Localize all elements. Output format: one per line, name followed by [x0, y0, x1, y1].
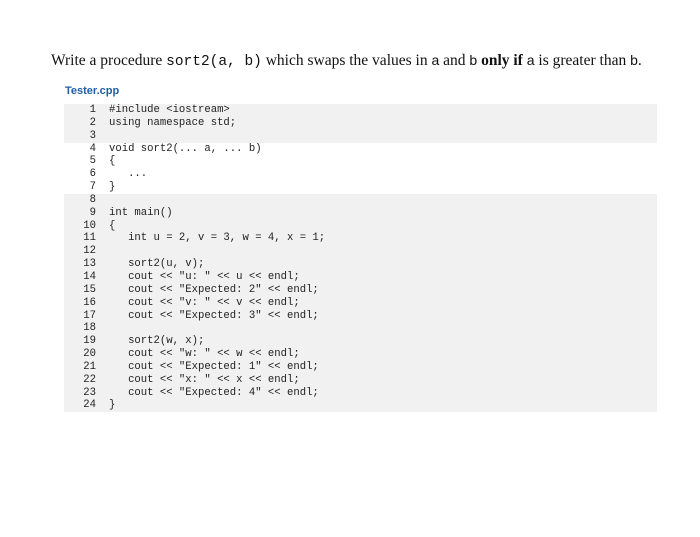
prompt-var-b: b — [630, 52, 638, 68]
code-text: ... — [109, 168, 148, 181]
code-line: 2 using namespace std; — [64, 116, 657, 130]
code-text: { — [109, 219, 116, 232]
line-number: 21 — [83, 360, 96, 373]
code-line: 11 int u = 2, v = 3, w = 4, x = 1; — [64, 232, 657, 246]
prompt-var-b: b — [469, 52, 478, 68]
code-line: 9 int main() — [64, 206, 657, 220]
prompt-text: which swaps the values in — [261, 52, 432, 69]
line-number: 5 — [89, 155, 96, 168]
line-number: 3 — [89, 129, 96, 142]
line-number: 8 — [89, 193, 96, 206]
code-text: cout << "w: " << w << endl; — [109, 348, 300, 361]
code-line: 18 — [64, 322, 657, 336]
line-number: 22 — [83, 373, 96, 386]
prompt-text: is greater than — [534, 52, 631, 69]
line-number: 9 — [89, 206, 96, 219]
prompt-text: . — [637, 52, 642, 69]
code-text — [96, 194, 109, 207]
code-text: sort2(u, v); — [109, 258, 205, 271]
code-line: 6 ... — [64, 168, 657, 182]
code-line: 17 cout << "Expected: 3" << endl; — [64, 309, 657, 323]
code-line: 5{ — [64, 155, 657, 169]
code-line: 15 cout << "Expected: 2" << endl; — [64, 283, 657, 297]
line-number: 17 — [83, 309, 96, 322]
prompt-text: and — [439, 52, 470, 69]
code-text: cout << "Expected: 2" << endl; — [109, 283, 319, 296]
code-line: 13 sort2(u, v); — [64, 258, 657, 271]
code-line: 7} — [64, 181, 657, 194]
line-number: 11 — [83, 232, 96, 245]
line-number: 13 — [83, 258, 96, 271]
code-text: cout << "Expected: 1" << endl; — [109, 360, 319, 373]
code-line: 16 cout << "v: " << v << endl; — [64, 296, 657, 310]
code-text: void sort2(... a, ... b) — [109, 142, 262, 155]
code-text — [96, 245, 109, 258]
code-text: cout << "Expected: 4" << endl; — [109, 386, 319, 399]
line-number: 14 — [83, 270, 96, 283]
code-text: cout << "x: " << x << endl; — [109, 373, 300, 386]
code-text: cout << "Expected: 3" << endl; — [109, 309, 319, 322]
code-text: sort2(w, x); — [109, 335, 205, 348]
code-text: } — [109, 181, 116, 194]
code-line: 21 cout << "Expected: 1" << endl; — [64, 360, 657, 374]
line-number: 24 — [83, 399, 96, 412]
code-text: #include <iostream> — [109, 104, 230, 116]
code-text: } — [109, 399, 116, 412]
code-line: 1 #include <iostream> — [64, 104, 657, 117]
code-text: cout << "u: " << u << endl; — [109, 270, 300, 283]
problem-statement: Write a procedure sort2(a, b) which swap… — [51, 52, 642, 70]
line-number: 7 — [89, 181, 96, 194]
line-number: 19 — [83, 335, 96, 348]
code-line: 24} — [64, 399, 657, 413]
line-number: 4 — [89, 142, 96, 155]
code-text — [96, 130, 109, 143]
line-number: 20 — [83, 348, 96, 361]
code-text: { — [109, 155, 116, 168]
code-line: 23 cout << "Expected: 4" << endl; — [64, 386, 657, 400]
line-number: 6 — [89, 168, 96, 181]
code-text: int u = 2, v = 3, w = 4, x = 1; — [109, 232, 326, 245]
code-line: 3 — [64, 129, 657, 143]
code-line: 19 sort2(w, x); — [64, 335, 657, 349]
prompt-text: Write a procedure — [51, 52, 167, 69]
code-text: int main() — [109, 206, 173, 219]
code-line: 8 — [64, 193, 657, 207]
line-number: 16 — [83, 296, 96, 309]
prompt-var-a: a — [431, 52, 440, 68]
file-name-label: Tester.cpp — [65, 85, 120, 97]
prompt-var-a: a — [526, 52, 535, 68]
code-line: 20 cout << "w: " << w << endl; — [64, 348, 657, 361]
code-line: 22 cout << "x: " << x << endl; — [64, 373, 657, 387]
code-text — [96, 322, 109, 335]
line-number: 18 — [83, 322, 96, 335]
line-number: 23 — [83, 386, 96, 399]
code-line: 10 { — [64, 219, 657, 233]
prompt-emphasis: only if — [481, 52, 523, 69]
code-line: 4 void sort2(... a, ... b) — [64, 142, 657, 156]
code-line: 14 cout << "u: " << u << endl; — [64, 270, 657, 284]
prompt-code-signature: sort2(a, b) — [166, 54, 262, 70]
line-number: 15 — [83, 283, 96, 296]
code-listing: 1 #include <iostream> 2 using namespace std… — [64, 104, 657, 413]
line-number: 2 — [89, 116, 96, 129]
line-number: 10 — [83, 219, 96, 232]
code-text: cout << "v: " << v << endl; — [109, 296, 300, 309]
line-number: 12 — [83, 245, 96, 258]
code-text: using namespace std; — [109, 116, 237, 129]
code-line: 12 — [64, 245, 657, 259]
line-number: 1 — [89, 104, 96, 116]
